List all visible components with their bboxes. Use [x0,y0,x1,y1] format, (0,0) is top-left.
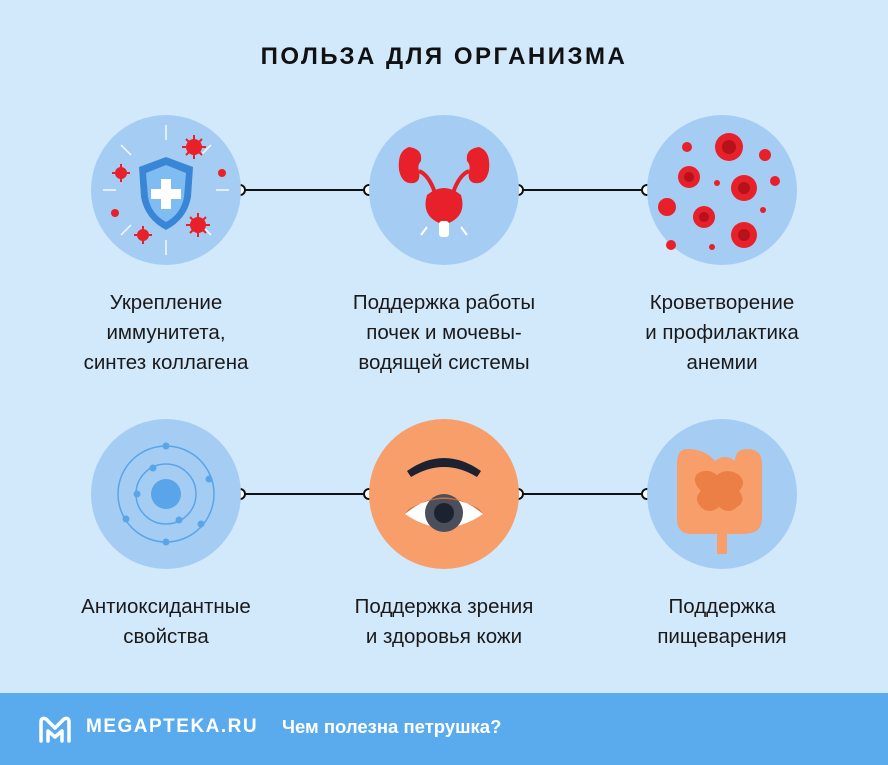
footer-subtitle: Чем полезна петрушка? [282,716,502,737]
caption-blood: Кроветворение и профилактика анемии [645,291,799,374]
caption-vision: Поддержка зрения и здоровья кожи [354,595,534,648]
caption-antioxidant: Антиоксидантные свойства [81,595,251,648]
eye-icon [369,419,519,569]
caption-immunity: Укрепление иммунитета, синтез коллагена [83,291,249,374]
immunity-shield-icon [91,115,241,265]
blood-cells-icon [647,115,797,265]
page-title: ПОЛЬЗА ДЛЯ ОРГАНИЗМА [260,43,628,70]
brand-link[interactable]: MEGAPTEKA.RU [86,716,259,737]
caption-kidneys: Поддержка работы почек и мочевы- водящей… [352,291,536,374]
atom-icon [91,419,241,569]
footer-bar: MEGAPTEKA.RU Чем полезна петрушка? [0,693,888,765]
kidneys-icon [369,115,519,265]
intestines-icon [647,419,797,569]
megapteka-logo-icon [39,716,71,743]
caption-digestion: Поддержка пищеварения [657,595,787,648]
